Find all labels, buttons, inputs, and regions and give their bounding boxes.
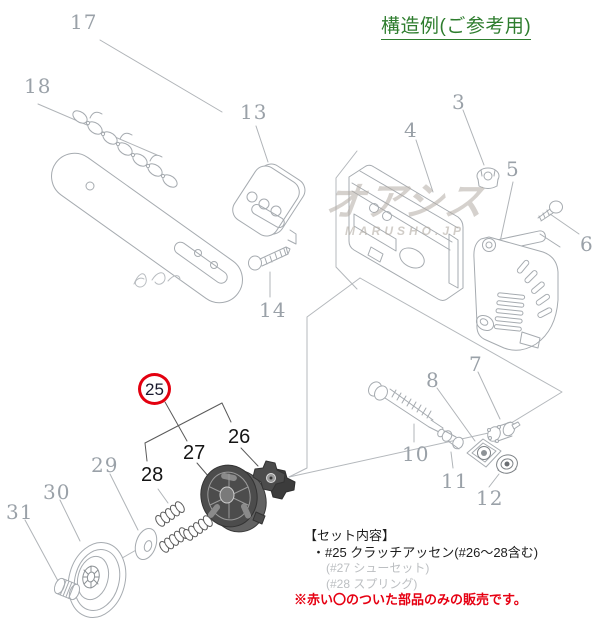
part-28-springs [155,501,213,553]
part-label-26: 26 [228,426,251,448]
part-label-14: 14 [259,298,287,322]
part-29-washer [134,527,158,561]
part-7-gear [487,421,521,443]
set-bracket-lines [144,401,259,478]
part-label-11: 11 [441,469,469,493]
part-label-8: 8 [426,368,440,392]
part-label-29: 29 [91,453,119,477]
part-label-5: 5 [506,157,520,181]
part-31-bearing [53,577,81,601]
part-label-27: 27 [183,442,206,464]
highlight-circle: 25 [138,373,171,405]
part-8-plate [466,438,502,468]
part-label-28: 28 [141,464,164,486]
set-info-note: ※赤い〇のついた部品のみの販売です。 [294,591,527,607]
part-label-25: 25 [145,379,164,399]
part-6-screw [537,200,563,222]
part-label-31: 31 [6,500,34,524]
vented-cover [473,236,559,351]
part-30-drum [67,542,127,618]
part-label-30: 30 [43,480,71,504]
part-3-nut [476,167,500,189]
leader-lines [24,39,580,582]
part-label-3: 3 [452,90,466,114]
part-12-cap [496,454,518,474]
part-26-spider [252,460,296,500]
part-label-10: 10 [402,442,430,466]
page-title: 構造例(ご参考用) [381,11,532,40]
part-14-screw [248,246,291,271]
set-info-item-sub1: (#27 シューセット) [326,561,430,576]
set-info-item-sub2: (#28 スプリング) [326,576,418,591]
part-label-4: 4 [404,118,418,142]
part-label-6: 6 [580,232,594,256]
part-label-7: 7 [469,352,483,376]
part-label-12: 12 [476,486,504,510]
set-info-heading: 【セット内容】 [304,528,396,543]
part-27-clutch-shoes [200,464,267,533]
set-info-item-main: ・#25 クラッチアッセン(#26～28含む) [312,544,539,560]
part-label-18: 18 [24,74,52,98]
set-info-block: 【セット内容】 ・#25 クラッチアッセン(#26～28含む) (#27 シュー… [294,528,594,608]
part-17-chain [72,110,178,188]
part-label-13: 13 [240,100,268,124]
part-11-block [437,428,464,450]
part-13-plate [232,163,306,245]
part-label-17: 17 [70,10,98,34]
part-4-cover [348,164,464,301]
part-18-guide-bar [51,152,243,304]
